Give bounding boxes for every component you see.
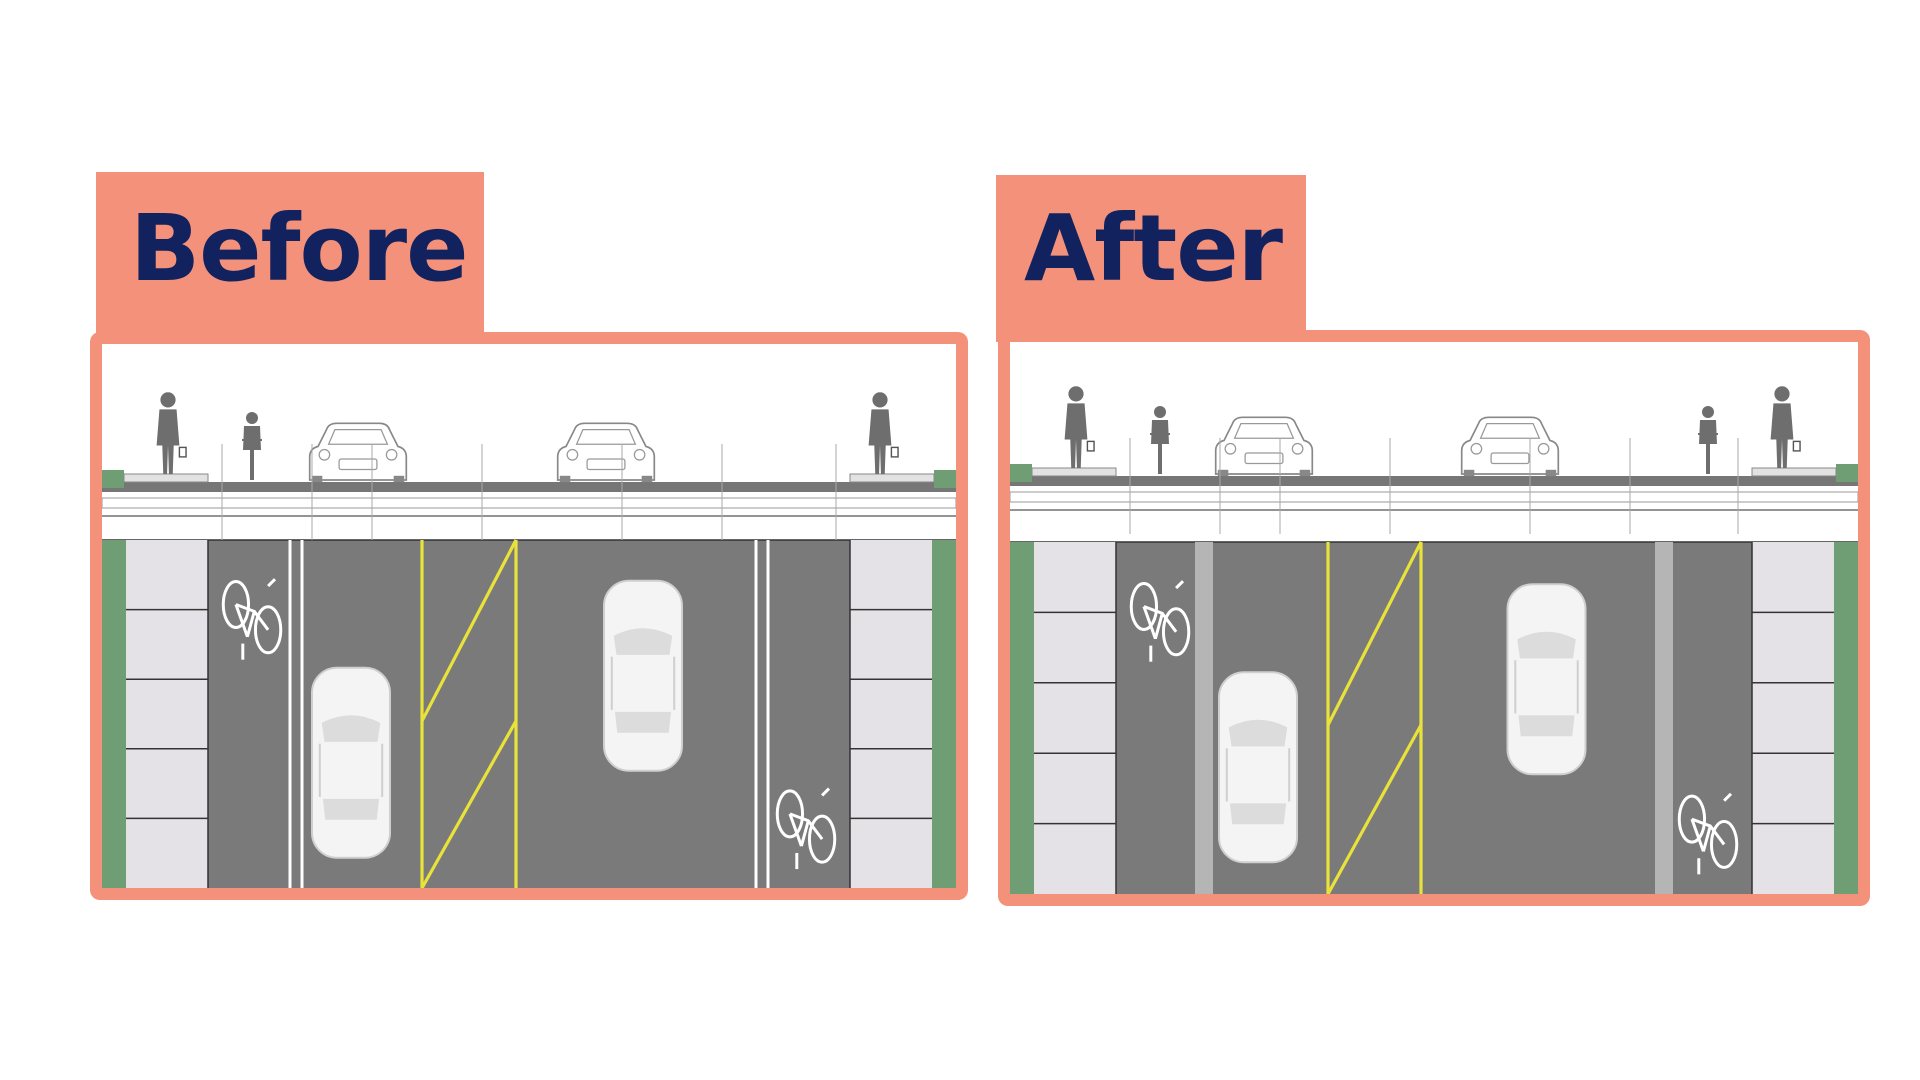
section-road-surface [1010,476,1858,486]
car-topdown-icon [603,579,683,772]
median-hatch [420,539,518,722]
plan-footpath-right [1752,542,1834,894]
plan-verge-right [1834,542,1858,894]
after-label-tab [996,175,1306,342]
after-street-diagram [1010,386,1858,894]
after-panel [998,330,1870,906]
separator-strip [1655,542,1673,894]
section-kerb-left [123,473,209,483]
before-panel [90,332,968,900]
bicycle-symbol-icon [775,787,837,870]
median-hatch [420,720,518,888]
section-road-surface [102,482,956,492]
cyclist-icon [1150,406,1170,474]
plan-footpath-left [126,540,208,888]
before-street-diagram [102,392,956,888]
cyclist-icon [242,412,262,480]
car-icon [556,422,656,483]
plan-footpath-right [850,540,932,888]
section-kerb-right [849,473,935,483]
car-topdown-icon [1506,583,1587,776]
section-verge-right [934,470,956,488]
median-hatch [1326,724,1423,894]
plan-road [1010,542,1858,894]
section-verge-right [1836,464,1858,482]
car-topdown-icon [1218,671,1298,864]
bicycle-symbol-icon [1129,580,1191,662]
car-icon [1214,416,1314,477]
section-verge-left [102,470,124,488]
section-underside [1010,491,1858,503]
bicycle-symbol-icon [1677,792,1739,875]
before-label: Before [130,195,469,302]
car-topdown-icon [311,666,391,859]
bicycle-symbol-icon [221,578,283,660]
car-icon [308,422,408,483]
section-kerb-right [1751,467,1837,477]
plan-road [102,540,956,888]
section-underside [102,497,956,509]
pedestrian-icon [868,392,899,474]
before-label-tab [96,172,484,342]
section-kerb-left [1031,467,1117,477]
separator-strip [1195,542,1213,894]
plan-verge-left [1010,542,1034,894]
pedestrian-icon [156,392,187,474]
median-hatch [1326,541,1423,726]
plan-footpath-left [1034,542,1116,894]
plan-verge-left [102,540,126,888]
section-verge-left [1010,464,1032,482]
pedestrian-icon [1770,386,1801,468]
plan-verge-right [932,540,956,888]
cyclist-icon [1698,406,1718,474]
pedestrian-icon [1064,386,1095,468]
after-label: After [1024,195,1283,302]
car-icon [1460,416,1560,477]
